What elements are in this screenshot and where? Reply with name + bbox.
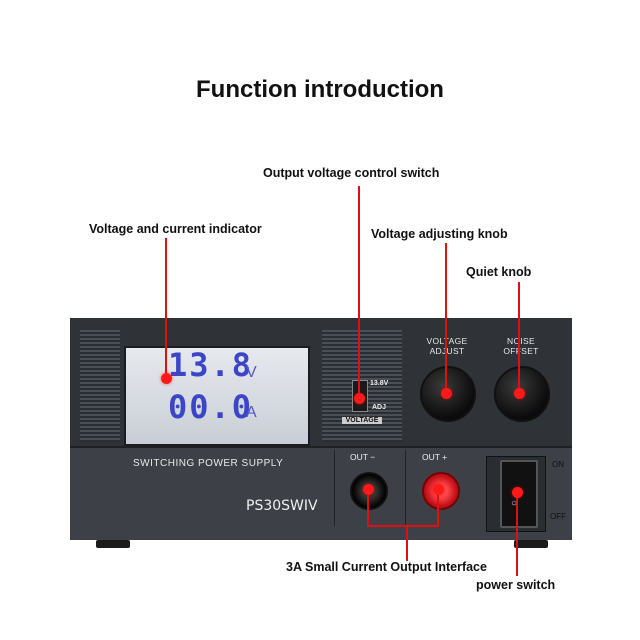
callout-quiet-knob: Quiet knob — [466, 265, 532, 279]
switch-label-adj: ADJ — [372, 404, 387, 411]
voltage-readout: 13.8 — [168, 346, 254, 384]
leader-voltage-knob — [445, 243, 447, 393]
left-grille — [80, 330, 120, 442]
foot-left — [96, 540, 130, 548]
marker-output-switch — [353, 392, 365, 404]
switch-caption: VOLTAGE — [342, 417, 382, 424]
current-readout: 00.0 — [168, 388, 254, 426]
callout-indicator: Voltage and current indicator — [89, 222, 262, 236]
current-unit: A — [246, 404, 257, 421]
power-symbol-icon: ○ — [511, 498, 518, 509]
marker-voltage-knob — [440, 387, 452, 399]
callout-small-output: 3A Small Current Output Interface — [286, 560, 487, 574]
page-title: Function introduction — [196, 76, 444, 103]
switch-label-13v8: 13.8V — [370, 380, 389, 387]
leader-terminal-bar — [367, 525, 439, 527]
marker-quiet-knob — [513, 387, 525, 399]
voltage-unit: V — [246, 364, 257, 381]
terminal-divider — [334, 450, 406, 526]
leader-terminal-minus — [367, 490, 369, 526]
noise-offset-knob[interactable] — [494, 366, 550, 422]
on-label: ON — [552, 460, 564, 469]
leader-small-output — [406, 525, 408, 561]
callout-power-switch: power switch — [476, 578, 556, 592]
out-plus-label: OUT + — [422, 452, 448, 462]
leader-output-switch — [358, 186, 360, 400]
model-text: PS30SWIV — [246, 498, 318, 514]
leader-quiet-knob — [518, 282, 520, 394]
out-minus-label: OUT − — [350, 452, 376, 462]
marker-power-switch — [511, 486, 523, 498]
leader-power-switch — [516, 492, 518, 576]
voltage-adjust-label: VOLTAGEADJUST — [426, 336, 468, 356]
lcd-display — [124, 346, 310, 446]
leader-terminal-plus — [437, 490, 439, 526]
marker-terminal-plus — [432, 483, 444, 495]
marker-indicator — [160, 372, 172, 384]
leader-indicator — [165, 238, 167, 378]
marker-terminal-minus — [362, 483, 374, 495]
brand-text: SWITCHING POWER SUPPLY — [133, 458, 284, 469]
callout-output-switch: Output voltage control switch — [263, 166, 440, 180]
off-label: OFF — [550, 512, 566, 521]
callout-voltage-knob: Voltage adjusting knob — [371, 227, 508, 241]
foot-right — [514, 540, 548, 548]
